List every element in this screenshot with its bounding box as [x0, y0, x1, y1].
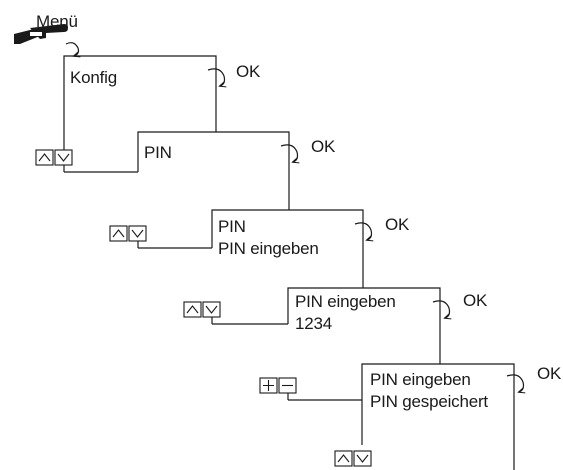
pointing-hand-icon	[14, 24, 68, 44]
up-down-keys[interactable]	[35, 149, 73, 166]
screen-pin-gespeichert	[361, 363, 515, 470]
ok-label: OK	[385, 215, 410, 234]
down-arrow-icon	[356, 454, 369, 463]
screen-3-line-1: PIN	[218, 217, 246, 236]
plus-minus-keys[interactable]	[259, 377, 297, 394]
up-down-keys[interactable]	[334, 450, 372, 467]
up-down-keys[interactable]	[183, 301, 221, 318]
plus-icon	[263, 380, 274, 391]
menu-arrow-icon	[65, 42, 79, 56]
screen-4-line-1: PIN eingeben	[295, 292, 396, 311]
up-arrow-icon	[112, 229, 125, 238]
screen-1-line-1: Konfig	[70, 68, 118, 87]
ok-arrow-icon	[432, 300, 450, 318]
ok-arrow-icon	[280, 144, 298, 162]
ok-label: OK	[236, 62, 261, 81]
up-down-keys[interactable]	[109, 225, 147, 242]
down-arrow-icon	[57, 153, 70, 162]
screen-5-line-2: PIN gespeichert	[370, 392, 488, 411]
down-arrow-icon	[205, 305, 218, 314]
menu-label: Menü	[36, 12, 78, 31]
screen-2-line-1: PIN	[144, 143, 172, 162]
ok-label: OK	[311, 137, 336, 156]
screen-3-line-2: PIN eingeben	[218, 239, 319, 258]
screen-5-line-1: PIN eingeben	[370, 370, 471, 389]
up-arrow-icon	[38, 153, 51, 162]
ok-arrow-icon	[207, 68, 225, 86]
up-arrow-icon	[337, 454, 350, 463]
ok-label: OK	[463, 291, 488, 310]
up-arrow-icon	[186, 305, 199, 314]
ok-label: OK	[537, 364, 562, 383]
ok-arrow-icon	[354, 222, 372, 240]
down-arrow-icon	[131, 229, 144, 238]
screen-4-line-2: 1234	[295, 314, 333, 333]
ok-arrow-icon	[506, 374, 524, 392]
